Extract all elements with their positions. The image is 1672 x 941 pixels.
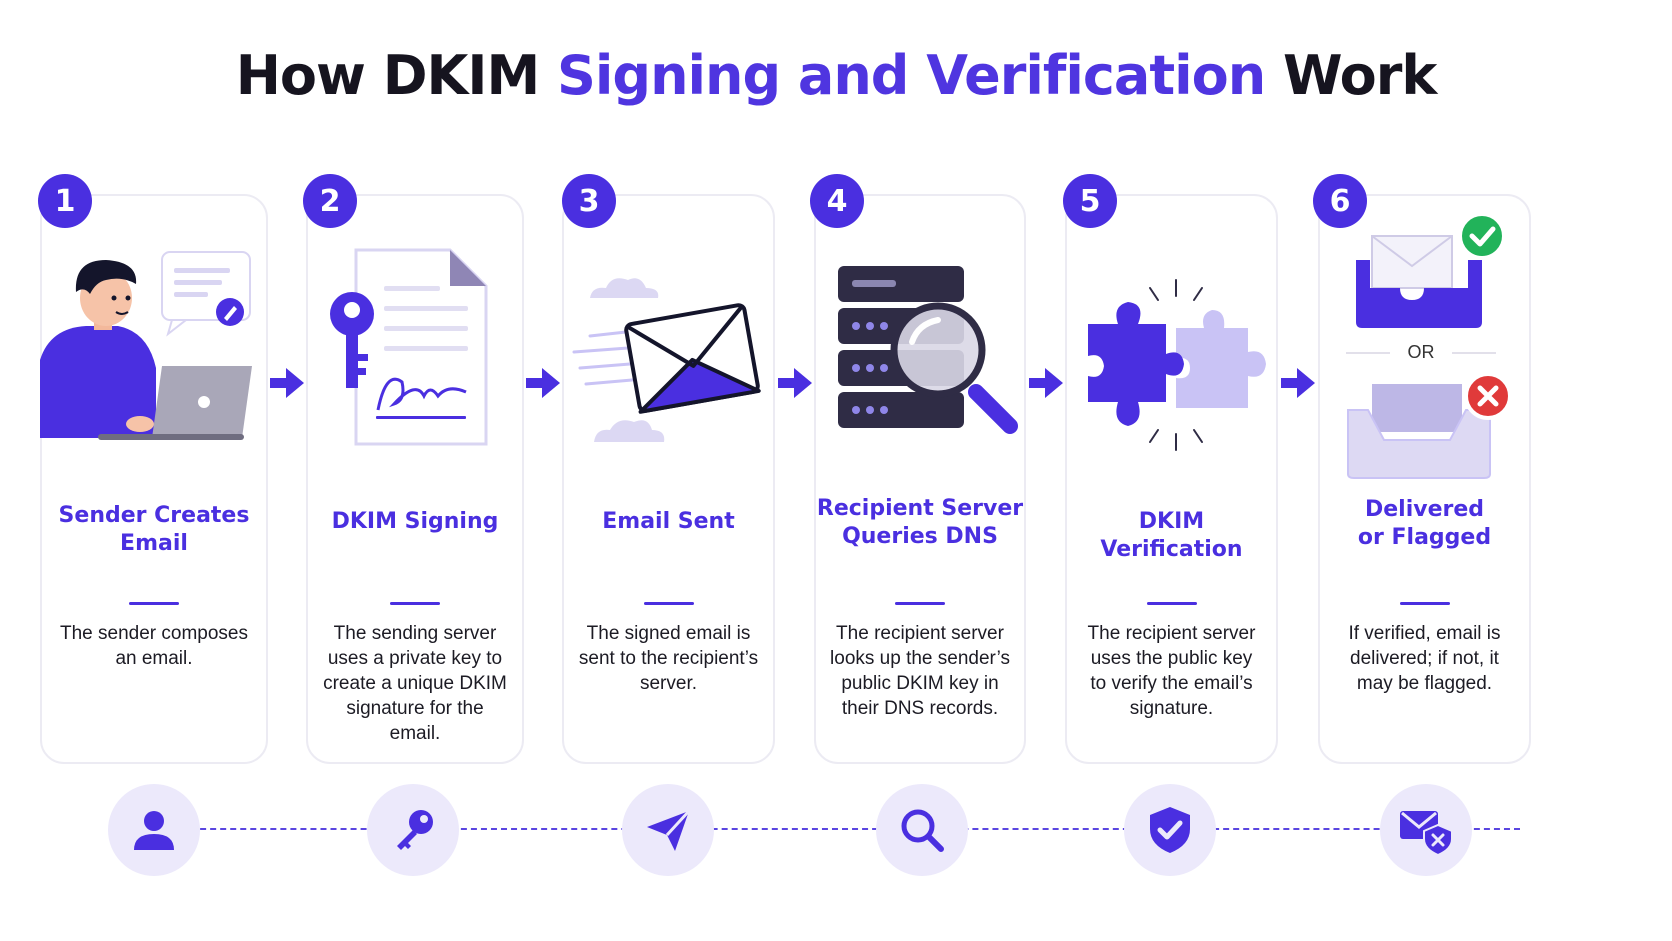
- step-number-badge: 4: [810, 174, 864, 228]
- step-title-line2: or Flagged: [1357, 525, 1492, 550]
- step-number-badge: 1: [38, 174, 92, 228]
- step-title: Email Sent: [564, 508, 773, 536]
- step-number-badge: 2: [303, 174, 357, 228]
- step-card-3: Email Sent The signed email is sent to t…: [562, 194, 775, 764]
- inbox-flagged-illustration: [1347, 372, 1512, 479]
- step-title: DKIM Verification: [1067, 508, 1276, 564]
- step-title-line2: Queries DNS: [842, 524, 998, 549]
- step-description: The recipient server looks up the sender…: [830, 623, 1010, 719]
- step-description: The sender composes an email.: [60, 623, 248, 669]
- bottom-icon-6: [1380, 784, 1472, 876]
- step-title-line1: DKIM Signing: [331, 509, 499, 534]
- sent-envelope-illustration: [572, 278, 761, 442]
- title-part2: Work: [1283, 44, 1437, 107]
- divider: [1399, 602, 1450, 605]
- bottom-icon-3: [622, 784, 714, 876]
- page-title: How DKIM Signing and Verification Work: [0, 44, 1672, 107]
- arrow-right-icon: [270, 368, 304, 398]
- shield-check-icon: [1150, 807, 1190, 853]
- bottom-icon-5: [1124, 784, 1216, 876]
- step-title-line2: Email: [120, 531, 188, 556]
- step-title-line1: Delivered: [1364, 497, 1485, 522]
- step-description: If verified, email is delivered; if not,…: [1348, 623, 1501, 694]
- step-title: Delivered or Flagged: [1320, 496, 1529, 552]
- bottom-icon-2: [367, 784, 459, 876]
- step-title-line1: Sender Creates: [58, 503, 250, 528]
- bottom-icon-4: [876, 784, 968, 876]
- dns-server-magnifier-illustration: [838, 266, 1018, 434]
- key-icon: [397, 810, 433, 850]
- person-laptop-illustration: [40, 251, 252, 440]
- divider: [390, 602, 440, 605]
- step-description: The sending server uses a private key to…: [323, 623, 507, 744]
- divider: [1146, 602, 1197, 605]
- step-title-line1: Recipient Server: [816, 496, 1024, 521]
- divider: [895, 602, 945, 605]
- or-label: OR: [1407, 342, 1435, 362]
- search-icon: [901, 809, 944, 852]
- step-title-line1: Email Sent: [602, 509, 735, 534]
- puzzle-pieces-illustration: [1088, 279, 1266, 451]
- step-card-5: DKIM Verification The recipient server u…: [1065, 194, 1278, 764]
- mail-shield-icon: [1400, 811, 1453, 855]
- divider: [129, 602, 179, 605]
- step-description: The signed email is sent to the recipien…: [578, 623, 759, 694]
- step-description: The recipient server uses the public key…: [1087, 623, 1256, 719]
- title-accent: Signing and Verification: [557, 44, 1266, 107]
- step-number-badge: 6: [1313, 174, 1367, 228]
- inbox-delivered-illustration: [1356, 214, 1506, 328]
- arrow-right-icon: [778, 368, 812, 398]
- user-icon: [134, 811, 174, 850]
- bottom-icon-1: [108, 784, 200, 876]
- step-number-badge: 3: [562, 174, 616, 228]
- arrow-right-icon: [1281, 368, 1315, 398]
- step-title-line1: DKIM Verification: [1100, 509, 1243, 562]
- or-separator: OR: [1346, 342, 1496, 364]
- arrow-right-icon: [526, 368, 560, 398]
- divider: [643, 602, 694, 605]
- step-title: DKIM Signing: [308, 508, 522, 536]
- step-number-badge: 5: [1063, 174, 1117, 228]
- title-part1: How DKIM: [235, 44, 540, 107]
- signed-document-key-illustration: [330, 248, 488, 446]
- timeline-dashed-line: [160, 828, 1520, 830]
- arrow-right-icon: [1029, 368, 1063, 398]
- paper-plane-icon: [647, 809, 691, 851]
